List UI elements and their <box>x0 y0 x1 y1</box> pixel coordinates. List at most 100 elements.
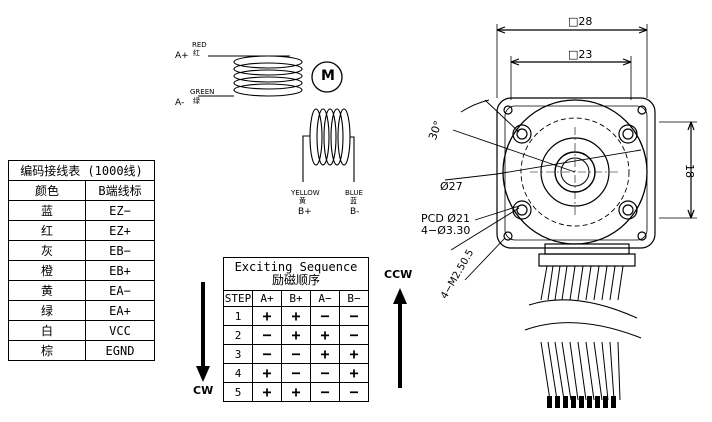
a-plus-en-label: RED <box>192 41 207 49</box>
header-a-minus: A− <box>310 290 340 307</box>
a-minus-cn-label: 绿 <box>193 97 200 105</box>
header-b-minus: B− <box>339 290 369 307</box>
cell-step: 2 <box>223 325 253 345</box>
table-row: 3−−++ <box>223 344 369 364</box>
b-minus-en-label: BLUE <box>345 189 363 197</box>
connector-housing <box>544 243 630 255</box>
cell-tag: VCC <box>85 320 155 341</box>
dia-27-label: Ø27 <box>440 180 463 193</box>
table-row: 2−++− <box>223 325 369 345</box>
b-plus-en-label: YELLOW <box>291 189 320 197</box>
cw-arrow <box>196 282 210 382</box>
cell-color: 红 <box>8 220 86 241</box>
cell-tag: EB+ <box>85 260 155 281</box>
cell-color: 橙 <box>8 260 86 281</box>
cell-polarity: + <box>281 306 311 326</box>
cell-polarity: − <box>252 325 282 345</box>
sequence-title: Exciting Sequence 励磁顺序 <box>223 257 369 291</box>
coil-b <box>302 108 355 182</box>
cell-polarity: + <box>310 344 340 364</box>
ccw-arrow <box>393 288 407 388</box>
cell-polarity: − <box>339 325 369 345</box>
pcd-label: PCD Ø21 <box>421 212 470 225</box>
dim-23-label: □23 <box>568 48 593 61</box>
cell-color: 绿 <box>8 300 86 321</box>
a-plus-label: A+ <box>175 51 189 61</box>
table-row: 1++−− <box>223 306 369 326</box>
cell-tag: EZ+ <box>85 220 155 241</box>
encoder-table-title: 编码接线表 (1000线) <box>8 160 155 181</box>
cell-step: 4 <box>223 363 253 383</box>
cell-polarity: − <box>281 363 311 383</box>
sequence-title-cn: 励磁顺序 <box>271 273 320 287</box>
mechanical-drawing <box>444 24 697 408</box>
b-plus-cn-label: 黄 <box>299 197 306 205</box>
m-label: M <box>321 68 335 84</box>
table-row: Exciting Sequence 励磁顺序 <box>223 257 369 291</box>
dim-18-label: 18 <box>683 164 696 178</box>
cell-tag: EB− <box>85 240 155 261</box>
table-row: 编码接线表 (1000线) <box>8 160 155 181</box>
cell-color: 灰 <box>8 240 86 261</box>
cell-polarity: + <box>252 382 282 402</box>
cell-polarity: − <box>281 344 311 364</box>
cell-step: 3 <box>223 344 253 364</box>
cell-tag: EA− <box>85 280 155 301</box>
cell-color: 白 <box>8 320 86 341</box>
cell-polarity: − <box>310 306 340 326</box>
wire-ends <box>547 396 616 408</box>
cell-polarity: + <box>310 325 340 345</box>
b-minus-label: B- <box>350 207 360 217</box>
header-a-plus: A+ <box>252 290 282 307</box>
cell-polarity: − <box>310 382 340 402</box>
a-plus-cn-label: 红 <box>193 49 200 57</box>
cell-tag: EA+ <box>85 300 155 321</box>
motor-symbol <box>311 61 343 93</box>
header-step: STEP <box>223 290 253 307</box>
cell-tag: EZ− <box>85 200 155 221</box>
header-wire-tag: B端线标 <box>85 180 155 201</box>
cell-tag: EGND <box>85 340 155 361</box>
cell-polarity: − <box>310 363 340 383</box>
cell-color: 黄 <box>8 280 86 301</box>
header-b-plus: B+ <box>281 290 311 307</box>
table-row: 4+−−+ <box>223 363 369 383</box>
cw-label: CW <box>193 384 214 397</box>
sequence-title-en: Exciting Sequence <box>234 260 358 274</box>
cell-polarity: − <box>339 306 369 326</box>
cell-polarity: + <box>281 325 311 345</box>
holes-label: 4−Ø3.30 <box>421 224 471 237</box>
b-minus-cn-label: 蓝 <box>350 197 357 205</box>
b-plus-label: B+ <box>298 207 312 217</box>
motor-flange <box>496 97 656 249</box>
cell-polarity: − <box>339 382 369 402</box>
coil-a <box>198 55 303 97</box>
mounting-holes <box>503 105 647 241</box>
lead-wires <box>524 265 642 401</box>
exciting-sequence-table: Exciting Sequence 励磁顺序 STEP A+ B+ A− B− … <box>223 257 369 402</box>
table-row: 5++−− <box>223 382 369 402</box>
cell-color: 棕 <box>8 340 86 361</box>
table-header-row: 颜色 B端线标 <box>8 180 155 201</box>
cell-step: 1 <box>223 306 253 326</box>
cell-polarity: + <box>339 344 369 364</box>
cell-polarity: + <box>281 382 311 402</box>
cell-polarity: − <box>252 344 282 364</box>
cell-polarity: + <box>252 363 282 383</box>
header-color: 颜色 <box>8 180 86 201</box>
table-header-row: STEP A+ B+ A− B− <box>223 290 369 307</box>
cell-polarity: + <box>339 363 369 383</box>
cell-polarity: + <box>252 306 282 326</box>
cell-color: 蓝 <box>8 200 86 221</box>
a-minus-en-label: GREEN <box>190 88 215 96</box>
dim-28-label: □28 <box>568 15 593 28</box>
